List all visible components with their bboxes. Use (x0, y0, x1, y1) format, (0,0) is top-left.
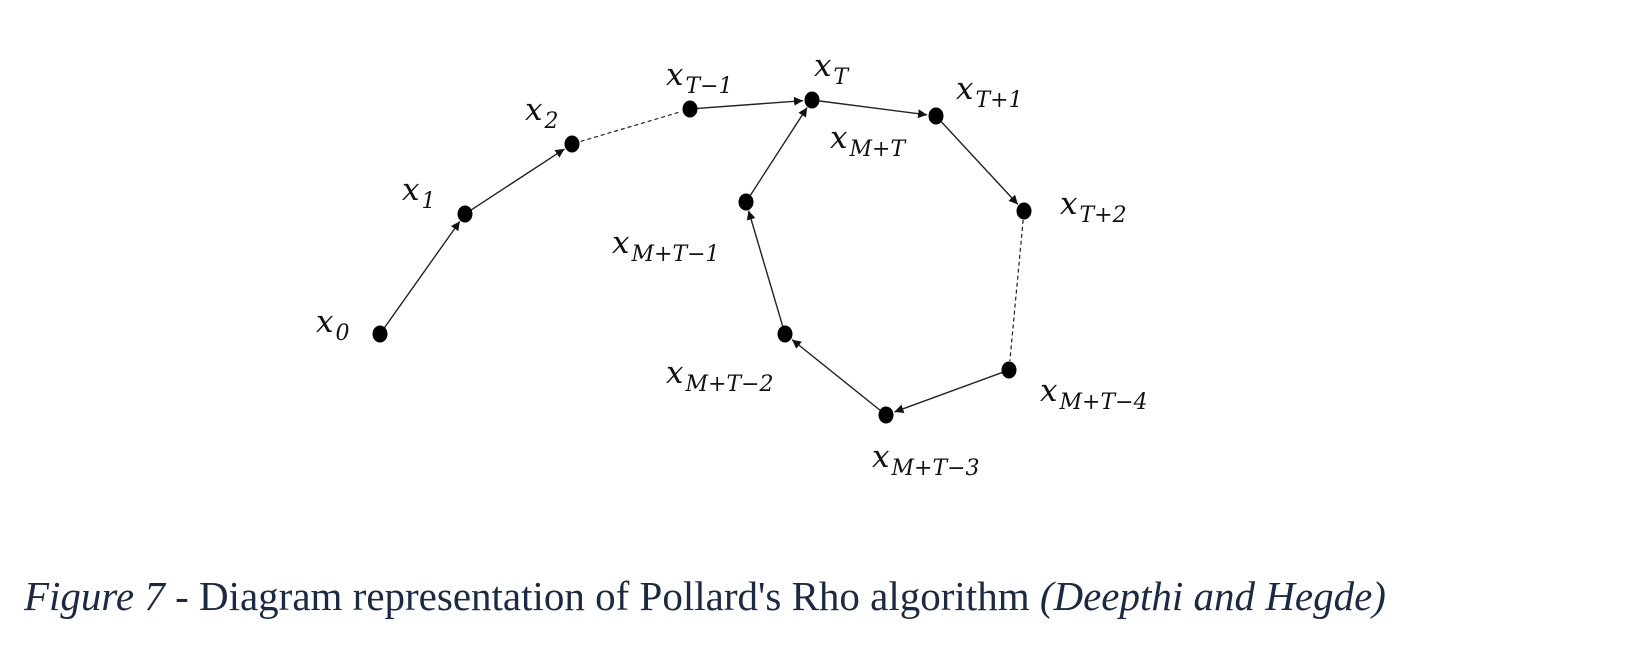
edge-xmptm1-to-xt (746, 107, 808, 201)
edge-xtp1-to-xtp2 (936, 116, 1019, 205)
caption-figure-number: Figure 7 (24, 573, 165, 619)
label-x1: x1 (402, 172, 435, 214)
edge-xmptm4-to-xmptm3 (894, 370, 1008, 414)
label-xmptm1: xM+T−1 (612, 225, 720, 267)
pollard-rho-diagram: x0 x1 x2 xT−1 xT xT+1 xT+2 xM+T−4 xM+T−3 xM+T−2 xM… (316, 48, 1148, 481)
label-xmptm2: xM+T−2 (666, 355, 774, 397)
label-xmptm4: xM+T−4 (1040, 373, 1148, 415)
label-x2: x2 (525, 92, 558, 134)
node-xmptm3 (878, 406, 894, 424)
edge-xtp2-to-xmptm4 (1009, 212, 1025, 362)
node-xmptm1 (738, 193, 754, 211)
edges (380, 96, 1025, 415)
edge-xmptm3-to-xmptm2 (791, 339, 885, 415)
caption-source: (Deepthi and Hegde) (1039, 573, 1386, 619)
edge-x2-to-xtm1 (573, 110, 682, 145)
edge-xt-to-xtp1 (813, 99, 928, 119)
caption-text: - Diagram representation of Pollard's Rh… (164, 573, 1040, 619)
node-xtp2 (1016, 202, 1032, 220)
edge-xtm1-to-xt (691, 96, 804, 110)
node-x2 (564, 135, 580, 153)
node-x1 (457, 205, 473, 223)
node-xt (804, 91, 820, 109)
edge-x0-to-x1 (380, 220, 461, 333)
node-xmptm4 (1001, 361, 1017, 379)
node-x0 (372, 325, 388, 343)
nodes (372, 91, 1032, 424)
label-xtp2: xT+2 (1060, 186, 1127, 228)
label-x0: x0 (316, 304, 349, 346)
node-labels: x0 x1 x2 xT−1 xT xT+1 xT+2 xM+T−4 xM+T−3 xM+T−2 xM… (316, 48, 1148, 481)
label-xmptm3: xM+T−3 (872, 439, 980, 481)
node-xtm1 (682, 100, 698, 118)
label-xtp1: xT+1 (956, 71, 1023, 113)
label-xtm1: xT−1 (666, 57, 733, 99)
edge-x1-to-x2 (466, 148, 565, 214)
figure-caption: Figure 7 - Diagram representation of Pol… (24, 572, 1624, 620)
node-xmptm2 (777, 325, 793, 343)
label-xmpt: xM+T (830, 120, 907, 162)
node-xtp1 (928, 107, 944, 125)
label-xt: xT (814, 48, 850, 90)
edge-xmptm2-to-xmptm1 (746, 210, 786, 333)
